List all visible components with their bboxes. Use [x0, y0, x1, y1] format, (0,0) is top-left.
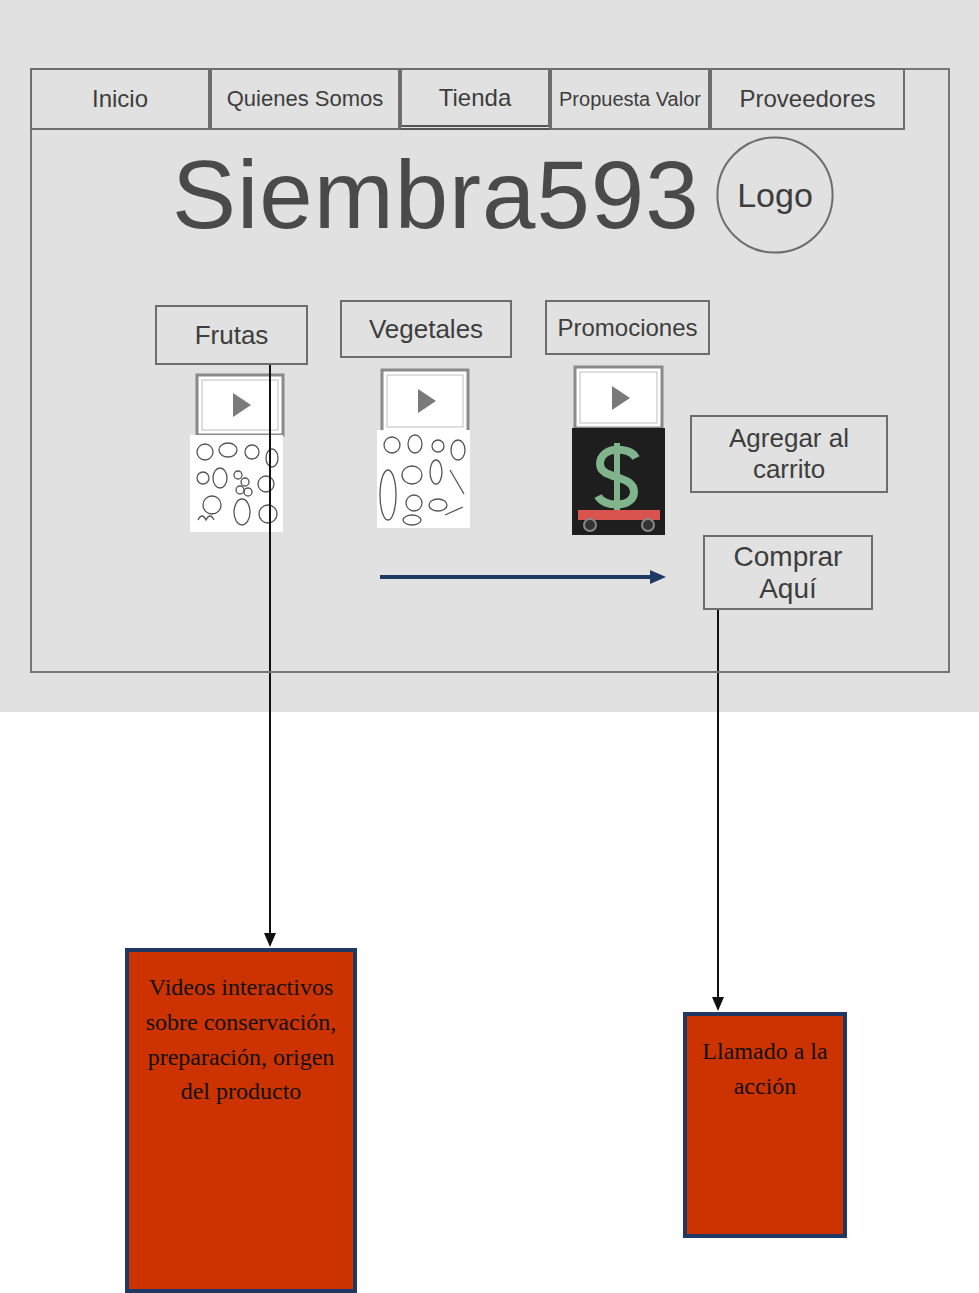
box-label: Tienda	[439, 84, 512, 112]
category-box: Vegetales	[340, 300, 512, 358]
box-label: Vegetales	[369, 314, 483, 345]
box-label: Logo	[737, 176, 813, 215]
site-title: Siembra593	[172, 140, 700, 250]
nav-tab: Propuesta Valor	[550, 68, 710, 130]
category-box: Frutas	[155, 305, 308, 365]
connector-arrow	[264, 365, 276, 947]
note-box: Llamado a la acción	[683, 1012, 847, 1238]
box-label: Agregar al carrito	[698, 423, 880, 485]
photo-shade	[0, 0, 979, 712]
photo-ground	[0, 0, 979, 712]
flow-arrow	[380, 570, 666, 584]
nav-tab: Quienes Somos	[210, 68, 400, 130]
vegetable-video-thumbnail	[377, 370, 470, 528]
box-label: Frutas	[195, 320, 269, 351]
note-text: Llamado a la acción	[695, 1034, 835, 1104]
cart-button: Agregar al carrito	[690, 415, 888, 493]
box-label: Inicio	[92, 85, 148, 113]
category-box: Promociones	[545, 300, 710, 355]
page-frame: Siembra593 Inicio Quienes Somos Tienda Propu…	[30, 68, 950, 673]
note-box: Videos interactivos sobre conservación, …	[125, 948, 357, 1293]
box-label: Comprar Aquí	[711, 541, 865, 605]
promotion-video-thumbnail	[572, 367, 665, 535]
nav-tab: Proveedores	[710, 68, 905, 130]
box-label: Promociones	[557, 314, 697, 342]
box-label: Propuesta Valor	[559, 88, 701, 111]
nav-tab: Inicio	[30, 68, 210, 130]
logo-circle: Logo	[715, 135, 835, 255]
note-text: Videos interactivos sobre conservación, …	[137, 970, 345, 1109]
box-label: Quienes Somos	[227, 86, 384, 112]
connector-arrow	[712, 610, 724, 1011]
box-label: Proveedores	[739, 85, 875, 113]
buy-button: Comprar Aquí	[703, 535, 873, 610]
nav-tab: Tienda	[400, 68, 550, 130]
